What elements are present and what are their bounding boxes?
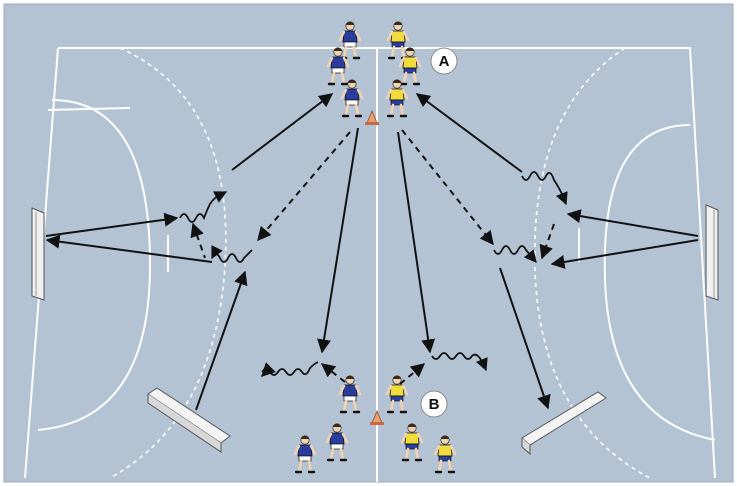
dashed-arrows	[190, 129, 555, 385]
label-a-text: A	[439, 53, 450, 70]
label-b: B	[420, 390, 448, 418]
dribble-paths	[179, 171, 568, 377]
court-markings	[24, 47, 716, 482]
bench-right	[521, 391, 607, 456]
bench-left	[147, 387, 231, 453]
label-b-text: B	[429, 396, 440, 413]
label-a: A	[430, 47, 458, 75]
goal-left	[31, 207, 45, 301]
solid-arrows	[45, 93, 699, 411]
court-surface	[3, 3, 734, 483]
goal-right	[705, 204, 719, 301]
